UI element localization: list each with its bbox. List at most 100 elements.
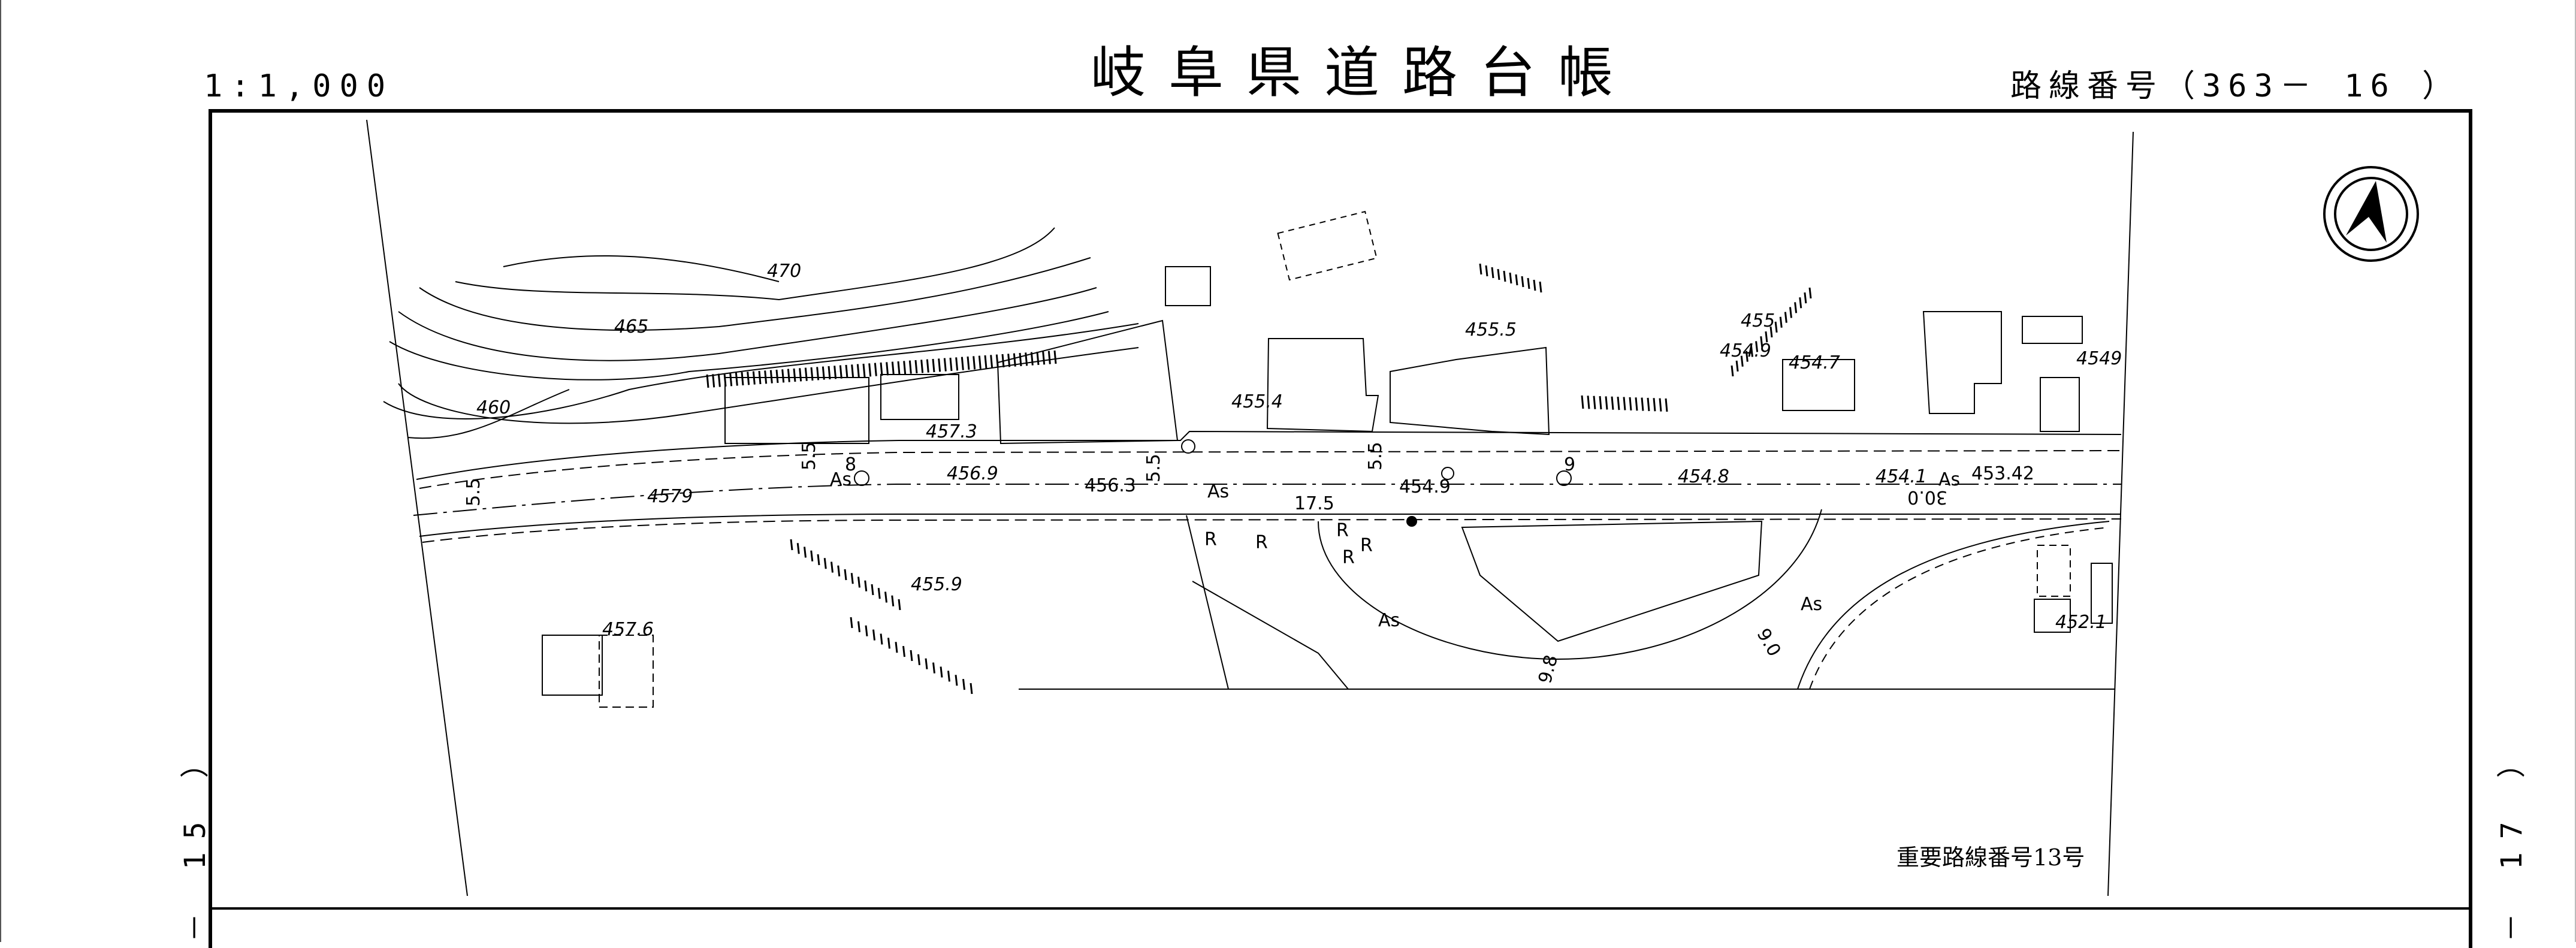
elevation-label: 454.8 [1678, 466, 1729, 487]
dimension-label: 30.0 [1907, 487, 1947, 508]
slope-hatch [1533, 279, 1536, 291]
slope-hatch [857, 576, 860, 588]
slope-hatch [845, 364, 848, 379]
elevation-label: 455.5 [1465, 319, 1517, 340]
slope-hatch [1497, 268, 1500, 280]
contour-label: 460 [476, 397, 511, 418]
road-edge [422, 518, 2122, 543]
contour-line [383, 323, 1139, 419]
elevation-label: 4549 [2076, 348, 2122, 369]
slope-hatch [729, 373, 733, 387]
slope-hatch [1779, 316, 1783, 328]
page-edge [2575, 0, 2576, 942]
slope-hatch [872, 629, 875, 641]
slope-hatch [741, 372, 744, 386]
curve-label: R [1360, 535, 1373, 556]
building [2034, 599, 2071, 633]
important-route-note: 重要路線番号13号 [1896, 844, 2085, 871]
slope-hatch [1611, 396, 1614, 410]
pavement-label: As [1801, 594, 1822, 615]
slope-hatch [1641, 397, 1644, 411]
slope-hatch [940, 666, 943, 678]
slope-hatch [898, 599, 901, 611]
slope-hatch [837, 565, 841, 576]
slope-hatch [1503, 270, 1506, 282]
road-edge [419, 450, 2122, 489]
elevation-label: 452.1 [2055, 612, 2107, 633]
curve-label: R [1336, 520, 1349, 541]
building [880, 374, 959, 420]
slope-hatch [973, 356, 976, 370]
slope-hatch [828, 366, 831, 380]
slope-hatch [850, 573, 854, 584]
slope-hatch [1804, 292, 1807, 304]
contour-label: 470 [767, 261, 801, 282]
elevation-label: 455 [1741, 310, 1775, 331]
slope-hatch [895, 642, 898, 653]
slope-hatch [1593, 395, 1596, 409]
building [1782, 359, 1855, 411]
slope-hatch [887, 638, 890, 649]
slope-hatch [1617, 397, 1620, 410]
elevation-label: 456.3 [1085, 475, 1136, 496]
slope-hatch [1760, 336, 1763, 348]
frame-divider [209, 907, 2472, 910]
contour-line [389, 311, 1109, 381]
slope-hatch [1784, 312, 1787, 323]
road-width: 5.5 [463, 478, 484, 506]
slope-hatch [790, 539, 793, 551]
slope-hatch [793, 368, 796, 382]
slope-hatch [920, 360, 924, 373]
pavement-label: As [830, 469, 851, 490]
slope-hatch [1527, 277, 1530, 289]
slope-hatch [804, 547, 807, 558]
slope-hatch [712, 374, 715, 388]
survey-point-icon [1441, 467, 1454, 480]
slope-hatch [1794, 302, 1798, 313]
building [724, 377, 869, 444]
slope-hatch [967, 356, 970, 370]
slope-hatch [747, 372, 750, 385]
slope-hatch [1745, 351, 1748, 362]
contour-line [398, 347, 1139, 424]
slope-hatch [1750, 346, 1753, 357]
slope-hatch [910, 650, 913, 662]
slope-hatch [1647, 397, 1650, 412]
slope-hatch [1042, 351, 1046, 365]
station-number: 8 [845, 454, 856, 475]
slope-hatch [1765, 331, 1768, 343]
elevation-label: 454.9 [1399, 476, 1451, 497]
contour-line [455, 227, 1055, 301]
curve-label: R [1255, 532, 1268, 553]
building [1390, 346, 1550, 436]
elevation-label: 455.4 [1231, 391, 1283, 412]
building [2037, 545, 2071, 597]
slope-hatch [949, 357, 953, 372]
slope-hatch [914, 360, 918, 374]
slope-hatch [1587, 395, 1590, 409]
elevation-label: 454.7 [1789, 352, 1840, 373]
slope-hatch [955, 675, 958, 686]
dimension-label: 9.8 [1535, 653, 1562, 686]
slope-hatch [1740, 355, 1744, 367]
slope-hatch [769, 370, 773, 384]
north-arrow-icon [2323, 166, 2419, 262]
slope-hatch [1047, 351, 1051, 364]
slope-hatch [864, 580, 868, 591]
slope-hatch [804, 367, 808, 381]
page-edge [0, 0, 1, 942]
road-curve [1318, 509, 1822, 660]
slope-hatch [1515, 274, 1518, 286]
building [542, 635, 603, 696]
slope-hatch [758, 370, 762, 385]
slope-hatch [1623, 397, 1626, 410]
slope-hatch [1053, 350, 1057, 364]
slope-hatch [1789, 307, 1792, 318]
slope-hatch [891, 595, 895, 606]
building [1266, 338, 1379, 433]
slope-hatch [897, 361, 901, 375]
slope-hatch [752, 371, 756, 385]
building [1922, 311, 2002, 414]
slope-hatch [868, 363, 872, 377]
